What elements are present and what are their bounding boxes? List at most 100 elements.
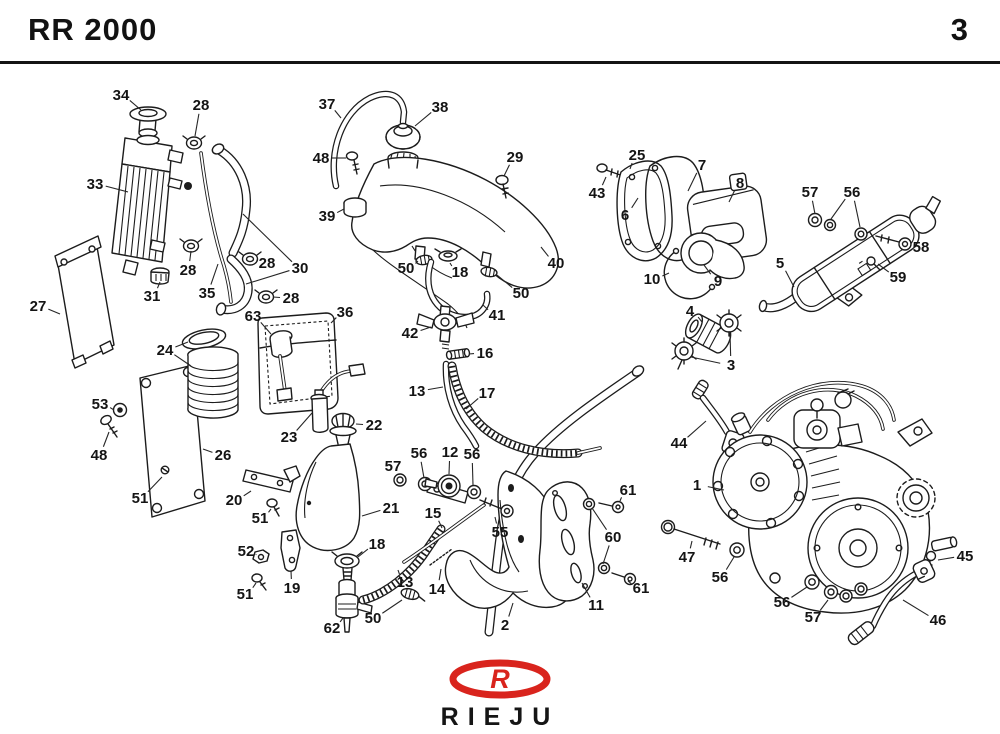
part-number-label: 48 [313,150,330,167]
part-number-label: 48 [91,447,108,464]
header-divider [0,61,1000,64]
leader-line [202,448,213,453]
callout-56: 56 [411,445,428,479]
part-number-label: 18 [369,536,386,553]
part-number-label: 13 [409,383,426,400]
callout-62: 62 [324,617,344,637]
callout-52: 52 [238,543,257,560]
part-number-label: 36 [337,304,354,321]
tool-pouch [257,312,339,415]
part-number-label: 7 [698,157,706,174]
callout-57: 57 [802,184,819,215]
leader-line [540,246,549,257]
part-number-label: 14 [429,581,446,598]
leader-line [471,462,474,486]
part-number-label: 60 [605,529,622,546]
callout-56: 56 [464,446,480,486]
leader-line [268,508,272,513]
leader-line [601,176,607,186]
leader-line [937,556,955,561]
part-number-label: 42 [402,325,419,342]
callout-37: 37 [319,96,342,119]
part-number-label: 5 [776,255,784,272]
callout-51: 51 [252,508,272,527]
rubber-mounts [671,309,742,370]
part-number-label: 57 [385,458,402,475]
part-number-label: 57 [802,184,819,201]
leader-line [728,190,735,203]
oil-tank [295,412,486,633]
ignition-coil [310,363,366,433]
leader-line [902,599,929,617]
callout-21: 21 [361,500,399,517]
leader-line [494,516,498,524]
callout-41: 41 [482,304,505,324]
hose-clamp [480,266,498,278]
callout-10: 10 [644,271,670,288]
callout-61: 61 [619,482,636,502]
page-number: 3 [950,12,968,47]
callout-44: 44 [671,420,707,452]
callout-45: 45 [937,548,973,565]
callout-51: 51 [237,582,257,603]
callout-56: 56 [774,586,808,611]
callout-2: 2 [501,602,514,634]
part-number-label: 16 [477,345,494,362]
part-number-label: 58 [913,239,930,256]
part-number-label: 28 [180,262,197,279]
leader-line [260,322,272,335]
part-number-label: 51 [132,490,149,507]
part-number-label: 6 [621,207,629,224]
part-number-label: 4 [686,303,695,320]
leader-line [147,476,163,493]
leader-line [707,486,725,491]
part-number-label: 19 [284,580,301,597]
leader-line [503,164,510,177]
callout-56: 56 [712,556,735,586]
part-number-label: 17 [479,385,496,402]
part-number-label: 9 [714,273,722,290]
callout-39: 39 [319,208,345,225]
radiator-hoses [179,135,278,316]
callout-31: 31 [144,281,161,305]
part-number-label: 20 [226,492,243,509]
part-number-label: 18 [452,264,469,281]
leader-line [877,263,890,273]
callout-4: 4 [686,303,703,323]
exhaust-silencer [758,195,942,313]
callout-22: 22 [355,417,383,434]
part-number-label: 63 [245,308,262,325]
leader-line [361,509,381,517]
leader-line [830,198,846,220]
callout-26: 26 [202,447,231,464]
leader-line [496,274,513,289]
leader-line [355,423,364,426]
callout-27: 27 [30,298,61,315]
part-number-label: 12 [442,444,459,461]
callout-3: 3 [690,332,735,374]
hose-clamp [331,551,363,569]
part-number-label: 22 [366,417,383,434]
part-number-label: 34 [113,87,130,104]
callout-30: 30 [242,213,308,285]
leader-line [397,569,400,575]
leader-line [449,262,453,267]
part-number-label: 52 [238,543,255,560]
part-number-label: 37 [319,96,336,113]
callout-5: 5 [776,255,795,288]
part-number-label: 56 [411,445,428,462]
part-number-label: 23 [281,429,298,446]
callout-8: 8 [728,175,744,203]
callout-23: 23 [281,412,313,446]
part-number-label: 2 [501,617,509,634]
leader-line [629,162,633,170]
rieju-logo-icon: R [449,659,551,699]
part-number-label: 56 [844,184,861,201]
part-number-label: 50 [398,260,415,277]
callout-59: 59 [877,263,906,286]
callout-28: 28 [180,250,197,279]
leader-line [427,386,444,391]
callout-15: 15 [425,505,443,529]
